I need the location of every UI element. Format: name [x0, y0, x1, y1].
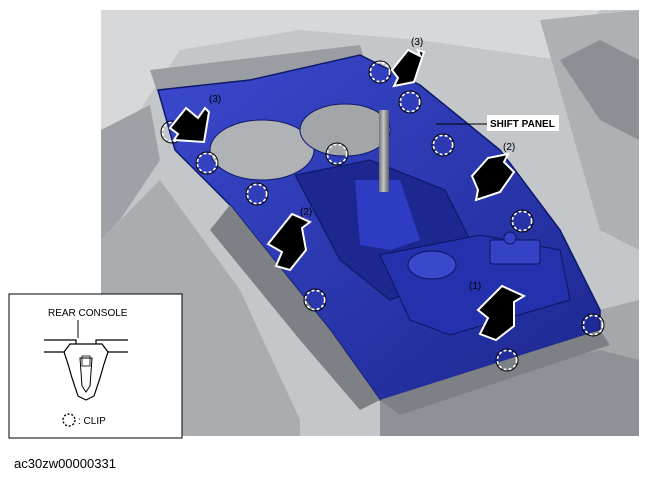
console-edge-rear [380, 330, 610, 415]
clip-detail-inset: REAR CONSOLE : CLIP [8, 293, 183, 439]
clip-marker [368, 60, 392, 84]
clip-legend-icon [62, 413, 76, 427]
clip-marker [245, 182, 269, 206]
dashboard-surface [101, 10, 600, 130]
arrow-step2-right [470, 152, 516, 202]
step-label-2-left: (2) [300, 207, 312, 218]
step-label-2-right: (2) [503, 142, 515, 153]
shift-panel-label: SHIFT PANEL [490, 119, 555, 130]
clip-marker [325, 142, 349, 166]
clip-marker [398, 90, 422, 114]
left-trim [101, 105, 160, 240]
step-label-1: (1) [469, 281, 481, 292]
arrow-step2-left [266, 212, 312, 272]
switch-cluster [489, 239, 541, 265]
removal-arrows [168, 48, 527, 342]
clip-marker [495, 348, 519, 372]
arrow-step3-left [168, 106, 211, 144]
clip-marker [195, 151, 219, 175]
clip-marker [431, 133, 455, 157]
step-label-3-left: (3) [209, 94, 221, 105]
small-button [503, 231, 517, 245]
clip-marker [510, 209, 534, 233]
arrow-step1 [476, 284, 527, 342]
arrow-step3-top [390, 48, 426, 88]
clip-legend-text: : CLIP [78, 416, 106, 427]
step-label-3-top: (3) [411, 37, 423, 48]
right-vent [560, 40, 639, 140]
rear-console-base [380, 350, 639, 436]
shift-lever [379, 110, 389, 192]
clip-marker [581, 313, 605, 337]
cupholder-left [209, 119, 315, 181]
clip-marker [303, 288, 327, 312]
shift-boot [355, 180, 420, 250]
figure-id: ac30zw00000331 [14, 456, 116, 471]
main-illustration: SHIFT PANEL (3) (3) (2) (2) (1) [101, 10, 639, 436]
inset-title: REAR CONSOLE [48, 308, 128, 319]
commander-knob [407, 250, 457, 280]
cupholder-right [299, 103, 391, 157]
console-edge-left [210, 205, 380, 410]
shift-panel-label-bg [487, 115, 559, 131]
